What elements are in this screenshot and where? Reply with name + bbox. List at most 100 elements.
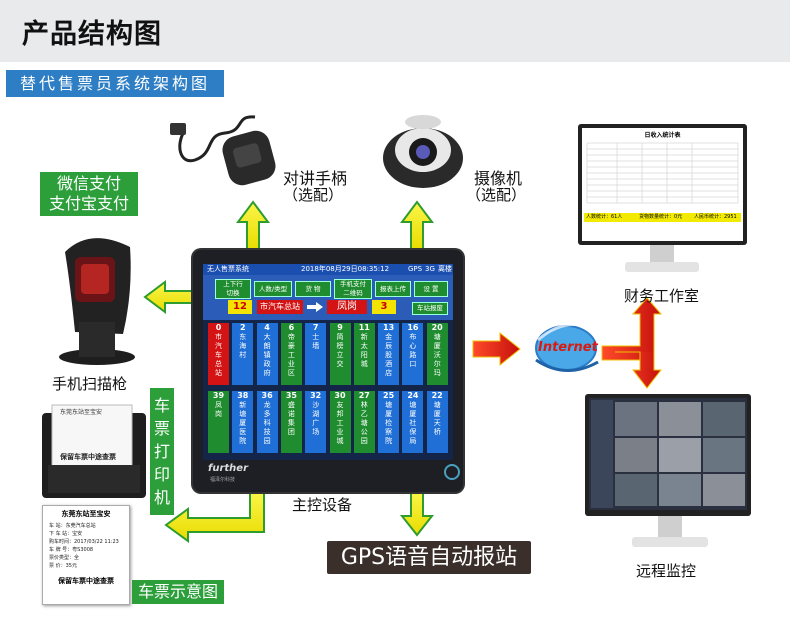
arrow-up-camera: [400, 200, 434, 251]
ticket-printer-char: 票: [153, 419, 170, 438]
arrow-internet-remote: [615, 351, 663, 389]
remote-screen: [589, 398, 747, 510]
receipt-line: 车 站：东莞汽车总站: [49, 523, 96, 529]
stop-number: 2: [240, 323, 246, 332]
camera-icon: [383, 115, 463, 188]
direction-switch-button[interactable]: 上下行 切换: [215, 279, 251, 299]
stop-name: 新 太 阳 城: [360, 333, 368, 368]
stop-name: 塘 厦 社 保 局: [409, 401, 417, 445]
cargo-button[interactable]: 货 物: [295, 281, 331, 297]
screen-status-gps: GPS: [408, 265, 423, 273]
ticket-printer-char: 车: [153, 396, 170, 415]
stop-number: 38: [237, 391, 249, 400]
ticket-printer-label: 车 票 打 印 机: [150, 388, 174, 515]
ticket-printer-icon: [42, 404, 146, 498]
receipt-lines: 车 站：东莞汽车总站 下 车 站：宝安 购车时间：2017/03/22 11:2…: [49, 522, 129, 570]
receipt-line: 车 牌 号：粤S3008: [49, 547, 94, 553]
camera-optional-label: （选配）: [466, 186, 527, 204]
receipt-title: 东莞东站至宝安: [61, 510, 111, 518]
stop-number: 20: [431, 323, 443, 332]
intercom-handset-icon: [170, 115, 276, 186]
finance-monitor-base: [625, 262, 699, 272]
ticket-printer-char: 印: [153, 465, 170, 484]
finance-rmb-stat: 人民币统计：2951: [694, 214, 737, 220]
header-bar: [0, 0, 790, 62]
stop-number: 22: [431, 391, 443, 400]
brand-subtitle: 福泽尔科技: [210, 477, 236, 483]
stop-number: 35: [285, 391, 297, 400]
arrow-right-internet: [472, 331, 521, 367]
stop-number: 4: [264, 323, 270, 332]
stop-name: 塘 厦 沃 尔 玛: [433, 333, 441, 377]
arrow-down-gps: [399, 491, 435, 537]
stop-name: 沙 湖 广 场: [312, 401, 320, 436]
receipt-line: 票价类型：全: [49, 555, 80, 561]
finance-table-title: 日收入统计表: [644, 132, 681, 139]
stop-name: 士 墙: [312, 333, 320, 350]
finance-screen: 日收入统计表 人数统计：61人 货物数量统计：0元 人民币统计：2951: [582, 128, 743, 241]
settings-button[interactable]: 设 置: [414, 281, 448, 297]
stop-name: 凤 岗: [215, 401, 222, 418]
stop-name: 市 汽 车 总 站: [215, 333, 222, 377]
passenger-count-left: 12: [228, 300, 252, 314]
payment-methods-label: 微信支付 支付宝支付: [40, 172, 138, 216]
arrow-internet-finance: [601, 297, 663, 361]
internet-globe-icon: [535, 322, 601, 372]
intercom-label: 对讲手柄: [283, 169, 348, 188]
stop-number: 13: [383, 323, 395, 332]
mobile-pay-qr-button[interactable]: 手机支付 二维码: [334, 279, 372, 299]
passenger-count-right: 3: [372, 300, 396, 314]
screen-status-3g: 3G: [425, 265, 435, 273]
stop-number: 24: [407, 391, 419, 400]
stop-number: 16: [407, 323, 419, 332]
screen-status-bar: 无人售票系统 2018年08月29日08:35:12 GPS 3G 离楼: [203, 264, 453, 275]
stop-name: 友 邦 工 业 城: [336, 401, 344, 445]
scanner-label: 手机扫描枪: [52, 375, 128, 393]
power-button-icon[interactable]: [444, 464, 460, 480]
remote-monitoring-label: 远程监控: [636, 562, 697, 580]
stop-name: 简 榜 立 交: [336, 333, 344, 368]
stop-name: 新 塘 厦 医 院: [239, 401, 247, 445]
stop-number: 6: [288, 323, 295, 332]
next-stop-display: 凤岗: [327, 300, 367, 314]
receipt-line: 下 车 站：宝安: [49, 531, 83, 537]
stop-name: 龙 多 科 技 园: [263, 401, 271, 445]
report-upload-button[interactable]: 报表上传: [375, 281, 411, 297]
screen-title: 无人售票系统: [207, 265, 249, 273]
camera-label: 摄像机: [474, 169, 523, 188]
stop-number: 32: [310, 391, 322, 400]
receipt-line: 购车时间：2017/03/22 11:23: [49, 539, 119, 545]
stop-number: 27: [358, 391, 370, 400]
station-report-button[interactable]: 车站报废: [412, 302, 448, 315]
stop-name: 帝 豪 工 业 区: [287, 333, 295, 377]
finance-monitor-stand: [650, 245, 674, 263]
wechat-pay-label: 微信支付: [56, 174, 121, 193]
stop-name: 布 心 路 口: [409, 333, 417, 368]
brand-logo: further: [208, 463, 249, 474]
stop-name: 大 朗 镇 政 府: [263, 333, 271, 377]
stop-name: 林 乙 塘 公 园: [360, 401, 368, 445]
passenger-type-button[interactable]: 人数/类型: [254, 281, 292, 297]
printer-paper-footer: 保留车票中途查票: [60, 453, 116, 461]
